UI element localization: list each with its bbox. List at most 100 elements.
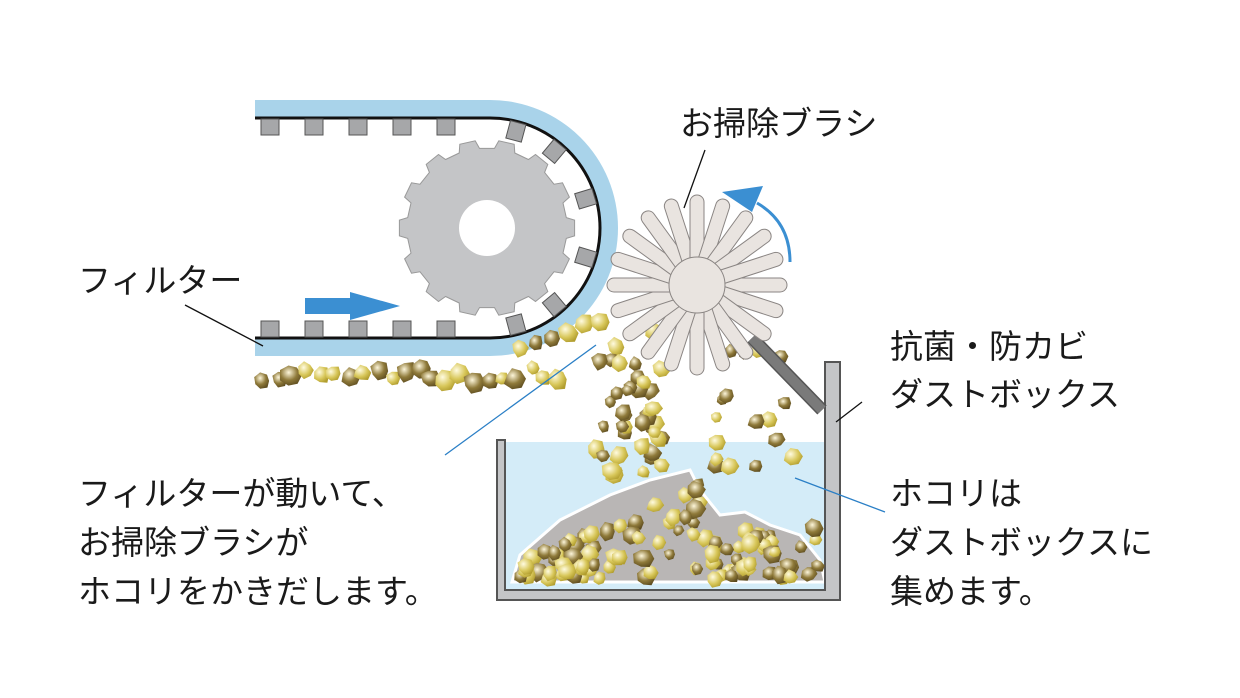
dust-particle [601, 462, 623, 481]
dust-particle [719, 388, 734, 404]
dust-particle [610, 386, 624, 400]
dust-particle [482, 372, 499, 389]
belt-tooth [574, 187, 598, 210]
dust-particle [634, 413, 651, 432]
dust-particle [704, 544, 721, 564]
rotation-arrow-icon [722, 186, 792, 263]
dust-particle [280, 365, 302, 386]
dust-particle [710, 452, 724, 467]
dust-particle [615, 404, 632, 422]
dust-particle [633, 549, 655, 567]
belt-tooth [505, 313, 527, 336]
belt-tooth [260, 320, 280, 338]
belt-tooth [392, 320, 412, 338]
dust-particle [691, 562, 704, 576]
dust-particle [800, 567, 818, 582]
dust-particle [720, 543, 734, 556]
right-caption-line2: ダストボックスに [890, 523, 1153, 562]
dust-particle [637, 465, 650, 478]
dust-particle [325, 366, 341, 381]
belt-tooth [348, 118, 368, 136]
brush-label: お掃除ブラシ [680, 104, 877, 143]
left-caption-line1: フィルターが動いて、 [78, 474, 405, 513]
gear [398, 140, 576, 316]
dust-particle [512, 339, 529, 358]
dust-particle [548, 368, 567, 390]
dust-box-label-line2: ダストボックス [890, 375, 1120, 414]
filter-label: フィルター [78, 261, 242, 300]
dust-particle [583, 525, 600, 543]
dust-particle [353, 364, 372, 380]
dust-particle [725, 569, 739, 582]
dust-particle [548, 544, 562, 561]
box-dust-leader-line [794, 477, 886, 513]
dust-particle [777, 397, 792, 410]
dust-particle [557, 563, 577, 580]
right-caption-line3: 集めます。 [890, 572, 1052, 611]
dust-particle [673, 525, 685, 537]
direction-arrow-icon [305, 292, 400, 320]
dust-particle [517, 558, 535, 575]
dust-in-box [514, 478, 825, 588]
dust-particle [558, 536, 572, 552]
dust-leader-line [444, 344, 597, 456]
dust-particle [795, 540, 808, 554]
dust-particle [687, 480, 706, 499]
gear-hole [459, 200, 515, 256]
dust-particle [526, 360, 540, 375]
right-caption-line1: ホコリは [890, 474, 1022, 513]
belt-teeth [260, 118, 598, 338]
dust-particle [611, 550, 628, 565]
belt-tooth [505, 120, 527, 143]
belt-tooth [541, 138, 567, 165]
dust-particle [613, 518, 628, 534]
dust-particle [663, 549, 675, 561]
dust-particle [529, 334, 543, 351]
dust-particle [646, 497, 665, 512]
dust-particle [590, 313, 610, 332]
dust-particle [741, 534, 761, 554]
dust-particle [597, 420, 609, 433]
belt-tooth [436, 320, 456, 338]
dust-particle [665, 508, 682, 527]
dust-particle [761, 411, 778, 428]
dust-particle [743, 556, 757, 573]
belt-tooth [392, 118, 412, 136]
filter-leader-line [184, 304, 264, 347]
dust-particle [710, 412, 722, 423]
dust-particle [804, 518, 824, 538]
dust-particle [298, 361, 314, 380]
belt-tooth [348, 320, 368, 338]
left-caption-line3: ホコリをかきだします。 [78, 572, 438, 611]
dust-particle [370, 360, 389, 381]
dust-particle [544, 329, 560, 348]
dust-particle [749, 459, 763, 472]
dust-particle [631, 530, 646, 545]
dust-particle [634, 438, 650, 456]
dust-particle [607, 336, 625, 357]
dust-particle [543, 565, 557, 582]
dust-particle [596, 449, 610, 463]
dust-particle [708, 434, 726, 451]
dust-particle [609, 446, 629, 466]
dust-particle [768, 432, 786, 448]
dust-particle [254, 372, 270, 389]
dust-particle [558, 322, 579, 343]
dust-particle [652, 534, 667, 551]
dust-particle [627, 514, 644, 530]
dust-particle [615, 419, 630, 433]
dust-particle [643, 564, 659, 580]
dust-particle [463, 372, 486, 394]
belt-tooth [304, 320, 324, 338]
dust-particle [654, 458, 670, 473]
belt-tooth [574, 246, 598, 269]
dust-particle [396, 362, 416, 383]
dust-particle [768, 546, 781, 558]
dust-particle [574, 314, 595, 334]
left-caption-line2: お掃除ブラシが [78, 523, 308, 562]
dust-particle [604, 395, 616, 409]
dust-particle [811, 559, 825, 572]
dust-particle [535, 370, 551, 385]
dust-particle [645, 401, 663, 416]
